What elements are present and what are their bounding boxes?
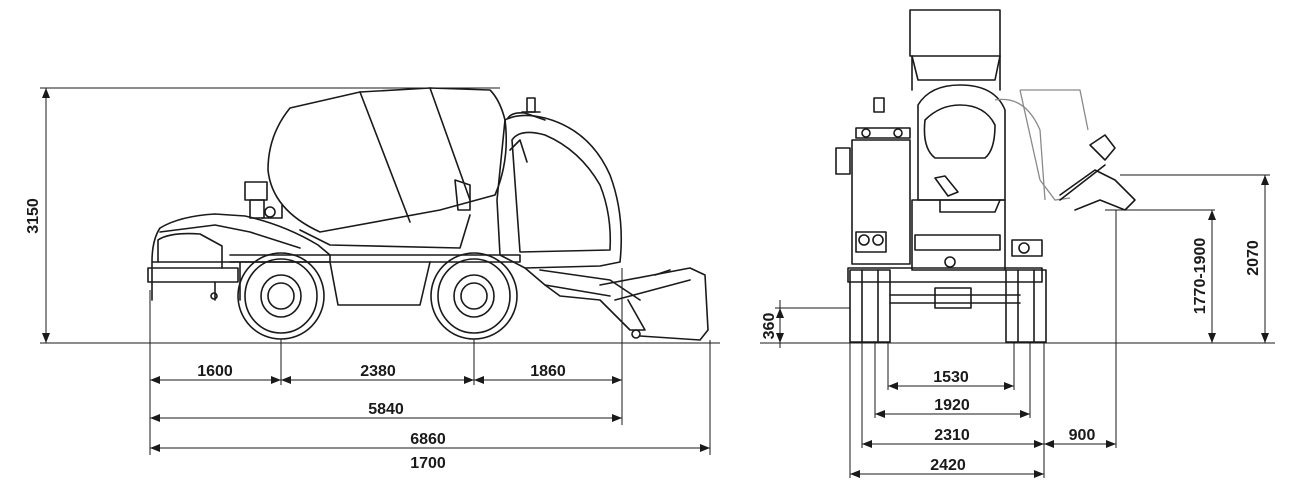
side-view: 3150 1600 2380 1860 584 (25, 87, 720, 472)
side-extension-lines (149, 268, 711, 455)
dim-overall-width-label: 2420 (930, 457, 966, 474)
side-cabin (496, 97, 622, 269)
dim-total-height: 3150 (25, 87, 500, 343)
front-body (847, 199, 1043, 309)
dim-overall-width: 2420 (850, 457, 1044, 478)
front-wheel-left (849, 269, 891, 343)
side-bucket (524, 267, 709, 341)
dim-track-inner: 1530 (888, 369, 1014, 390)
dim-chute-reach-label: 900 (1069, 427, 1096, 444)
dim-total-height-label: 3150 (25, 198, 42, 234)
front-wheel-right (1005, 269, 1047, 343)
front-extension-lines (849, 210, 1117, 478)
dim-row-1: 1600 2380 1860 (150, 363, 622, 384)
dim-discharge-height-label: 1770-1900 (1192, 238, 1209, 315)
side-drum (267, 87, 508, 249)
front-hopper (909, 9, 1001, 91)
side-hood (147, 213, 331, 301)
dim-track: 1920 (875, 397, 1030, 418)
side-wheel-rear (430, 252, 518, 340)
dim-row-3: 6860 1700 (150, 431, 710, 472)
dim-chute-height-label: 2070 (1245, 240, 1262, 276)
side-wheel-front (237, 252, 325, 340)
dim-track-inner-label: 1530 (933, 369, 969, 386)
dim-discharge-height: 1770-1900 (1105, 209, 1216, 343)
front-drum-shadow (994, 89, 1089, 201)
dim-length-bucket-label: 6860 (410, 431, 446, 448)
side-chassis (229, 254, 521, 306)
dim-width-label: 2310 (934, 427, 970, 444)
dim-chute-height: 2070 (1120, 174, 1270, 343)
dim-width: 2310 900 (862, 427, 1116, 448)
dim-front-overhang-label: 1600 (197, 363, 233, 380)
dim-track-label: 1920 (934, 397, 970, 414)
dim-ground-clearance: 360 (761, 300, 850, 348)
front-view: 360 1770-1900 2070 (760, 9, 1275, 478)
dim-ground-clearance-label: 360 (761, 313, 778, 340)
dim-rear-overhang-label: 1860 (530, 363, 566, 380)
front-cab (835, 97, 911, 265)
front-drum (917, 84, 1006, 213)
dim-wheelbase-label: 2380 (360, 363, 396, 380)
side-mount (244, 181, 283, 219)
dim-bottom-label: 1700 (410, 455, 446, 472)
dim-length-label: 5840 (368, 401, 404, 418)
front-chute (1059, 134, 1136, 211)
dim-row-2: 5840 (150, 401, 622, 422)
